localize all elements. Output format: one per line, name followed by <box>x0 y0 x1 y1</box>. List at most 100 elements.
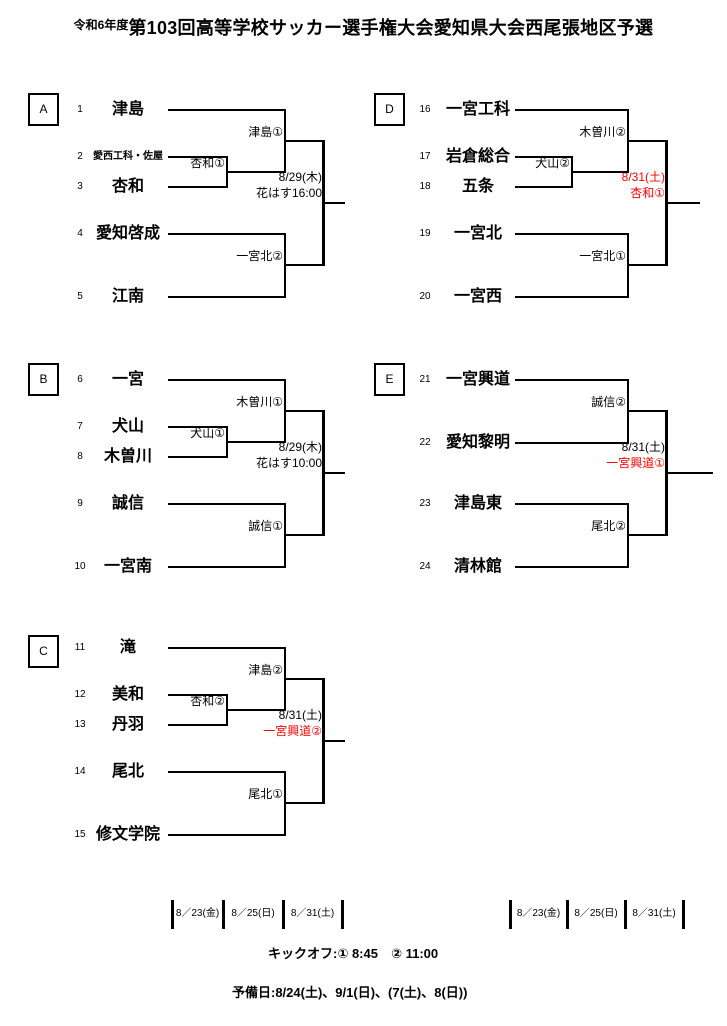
bracket-line-h <box>227 171 285 173</box>
bracket-line-h <box>227 441 285 443</box>
final-winner: 一宮興道① <box>606 456 665 470</box>
team-name: 五条 <box>461 178 494 195</box>
team-name: 津島東 <box>453 495 502 512</box>
bracket-line-v <box>322 410 325 536</box>
final-date: 8/29(木) <box>278 440 322 454</box>
bracket-line-v <box>322 140 325 266</box>
bracket-line-v <box>627 109 629 173</box>
team-name: 一宮南 <box>103 558 152 575</box>
final-venue: 花はす10:00 <box>255 456 322 470</box>
team-name: 愛知啓成 <box>95 225 160 242</box>
team-number: 9 <box>77 498 83 509</box>
match-winner-label: 尾北① <box>248 787 283 801</box>
team-name: 一宮西 <box>453 288 502 305</box>
team-number: 13 <box>74 719 86 730</box>
final-venue: 花はす16:00 <box>255 186 322 200</box>
date-scale-label: 8／25(日) <box>574 908 618 919</box>
bracket-line-h <box>628 534 666 536</box>
bracket-line-h <box>515 186 572 188</box>
date-scale-tick <box>171 900 174 929</box>
team-number: 18 <box>419 181 431 192</box>
bracket-line-h <box>168 186 227 188</box>
bracket-line-h <box>515 156 572 158</box>
team-number: 11 <box>74 642 86 653</box>
team-name: 一宮 <box>111 371 144 388</box>
bracket-line-v <box>226 426 228 458</box>
bracket-line-v <box>284 503 286 568</box>
team-name: 美和 <box>111 686 144 703</box>
bracket-line-h <box>168 456 227 458</box>
team-name: 愛西工科・佐屋 <box>93 151 163 162</box>
bracket-line-h <box>168 834 285 836</box>
team-name: 江南 <box>111 288 144 305</box>
bracket-line-v <box>226 156 228 188</box>
final-winner: 一宮興道② <box>263 724 322 738</box>
bracket-line-h <box>515 233 628 235</box>
team-name: 誠信 <box>111 495 144 512</box>
bracket-line-h <box>515 379 628 381</box>
title-era: 令和6年度 <box>73 18 129 32</box>
title-main: 第103回高等学校サッカー選手権大会愛知県大会西尾張地区予選 <box>128 18 654 38</box>
team-name: 一宮興道 <box>445 371 510 388</box>
bracket-line-h <box>515 503 628 505</box>
team-number: 12 <box>74 689 86 700</box>
final-date: 8/29(木) <box>278 170 322 184</box>
bracket-line-v <box>284 771 286 836</box>
bracket-line-h <box>666 472 713 474</box>
team-name: 杏和 <box>111 178 144 195</box>
team-number: 20 <box>419 291 431 302</box>
bracket-line-h <box>168 724 227 726</box>
bracket-line-h <box>628 264 666 266</box>
final-date: 8/31(土) <box>278 708 322 722</box>
bracket-line-h <box>168 296 285 298</box>
bracket-line-v <box>571 156 573 188</box>
team-number: 23 <box>419 498 431 509</box>
match-winner-label: 犬山② <box>535 156 570 170</box>
match-winner-label: 木曽川② <box>579 125 626 139</box>
team-name: 尾北 <box>111 763 144 780</box>
bracket-line-h <box>285 410 323 412</box>
bracket-e-letter-box: E <box>374 363 405 396</box>
bracket-line-h <box>168 694 227 696</box>
team-number: 8 <box>77 451 83 462</box>
team-number: 10 <box>74 561 86 572</box>
match-winner-label: 津島① <box>248 125 283 139</box>
date-scale-label: 8／23(金) <box>516 908 561 919</box>
team-number: 2 <box>77 151 83 162</box>
team-number: 15 <box>74 829 86 840</box>
match-winner-label: 誠信① <box>248 519 283 533</box>
reserve-days: 予備日:8/24(土)、9/1(日)、(7(土)、8(日)) <box>232 985 468 1000</box>
final-match-info: 8/31(土) 一宮興道① <box>606 439 665 471</box>
match-winner-label: 津島② <box>248 663 283 677</box>
date-scale-tick <box>682 900 685 929</box>
bracket-line-h <box>323 202 345 204</box>
final-match-info: 8/31(土) 杏和① <box>622 169 665 201</box>
team-name: 丹羽 <box>111 716 144 733</box>
date-scale-label: 8／25(日) <box>231 908 275 919</box>
date-scale-tick <box>566 900 569 929</box>
bracket-line-h <box>227 709 285 711</box>
bracket-line-v <box>226 694 228 726</box>
page-title: 令和6年度第103回高等学校サッカー選手権大会愛知県大会西尾張地区予選 <box>0 14 727 40</box>
bracket-line-h <box>168 503 285 505</box>
team-number: 3 <box>77 181 83 192</box>
bracket-line-h <box>285 678 323 680</box>
bracket-line-h <box>323 740 345 742</box>
bracket-line-h <box>285 264 323 266</box>
final-match-info: 8/29(木) 花はす10:00 <box>256 439 322 471</box>
team-name: 一宮工科 <box>445 101 510 118</box>
team-number: 16 <box>419 104 431 115</box>
bracket-line-h <box>285 802 323 804</box>
bracket-line-v <box>665 140 668 266</box>
bracket-line-v <box>627 503 629 568</box>
bracket-line-h <box>666 202 700 204</box>
date-scale-tick <box>624 900 627 929</box>
bracket-a-letter-box: A <box>28 93 59 126</box>
bracket-line-h <box>515 109 628 111</box>
team-number: 4 <box>77 228 83 239</box>
team-name: 一宮北 <box>453 225 502 242</box>
team-name: 清林館 <box>453 558 502 575</box>
bracket-line-v <box>665 410 668 536</box>
bracket-line-h <box>168 771 285 773</box>
